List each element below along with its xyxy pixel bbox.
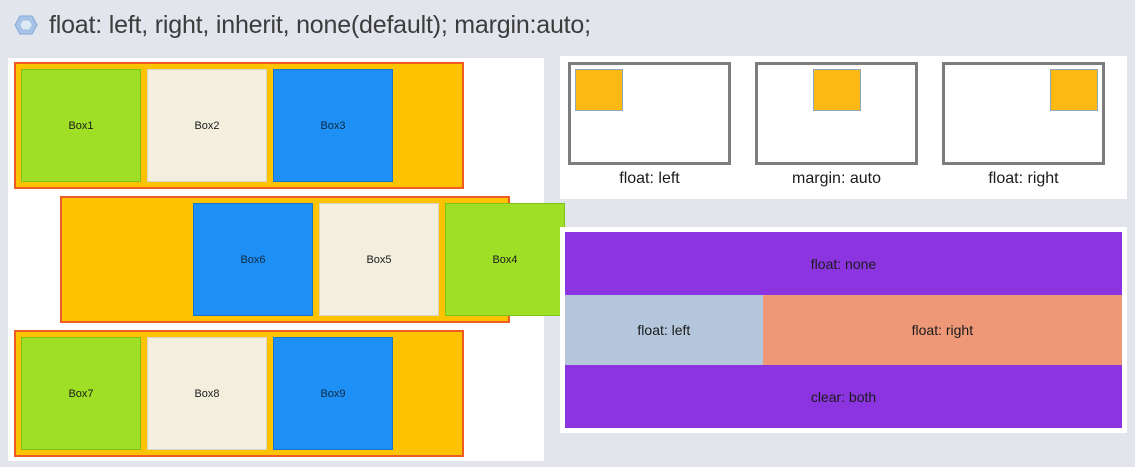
clear-demo-panel: float: none float: left float: right cle… xyxy=(560,227,1127,433)
alignment-demos-panel: float: left margin: auto float: right xyxy=(560,56,1127,199)
box-item: Box2 xyxy=(147,69,267,182)
box-item: Box9 xyxy=(273,337,393,450)
page-title: float: left, right, inherit, none(defaul… xyxy=(49,10,591,39)
float-row-right-2: Box6 Box5 Box4 xyxy=(60,196,565,323)
box-item: Box5 xyxy=(319,203,439,316)
page-title-bar: float: left, right, inherit, none(defaul… xyxy=(0,0,1135,50)
demo-square xyxy=(575,69,623,111)
band-split-row: float: left float: right xyxy=(565,295,1122,365)
demo-label: float: left xyxy=(619,170,680,187)
band-float-right: float: right xyxy=(762,295,1122,365)
demo-frame xyxy=(942,62,1105,165)
demo-float-right: float: right xyxy=(942,62,1105,188)
demo-margin-auto: margin: auto xyxy=(755,62,918,188)
demo-square xyxy=(812,69,861,111)
box-item: Box7 xyxy=(21,337,141,450)
demo-frame xyxy=(568,62,731,165)
float-row-left-1: Box1 Box2 Box3 xyxy=(14,62,464,189)
box-item: Box1 xyxy=(21,69,141,182)
box-item: Box4 xyxy=(445,203,565,316)
band-clear-both: clear: both xyxy=(565,365,1122,428)
demo-label: float: right xyxy=(988,170,1059,187)
hexagon-bullet-icon xyxy=(14,15,38,35)
band-float-left: float: left xyxy=(565,295,763,365)
box-item: Box6 xyxy=(193,203,313,316)
float-examples-panel: Box1 Box2 Box3 Box6 Box5 Box4 Box7 Box8 … xyxy=(8,56,565,461)
demo-label: margin: auto xyxy=(792,170,881,187)
box-item: Box8 xyxy=(147,337,267,450)
demo-float-left: float: left xyxy=(568,62,731,188)
demo-frame xyxy=(755,62,918,165)
band-float-none: float: none xyxy=(565,232,1122,295)
float-row-left-3: Box7 Box8 Box9 xyxy=(14,330,464,457)
demo-square xyxy=(1050,69,1098,111)
box-item: Box3 xyxy=(273,69,393,182)
